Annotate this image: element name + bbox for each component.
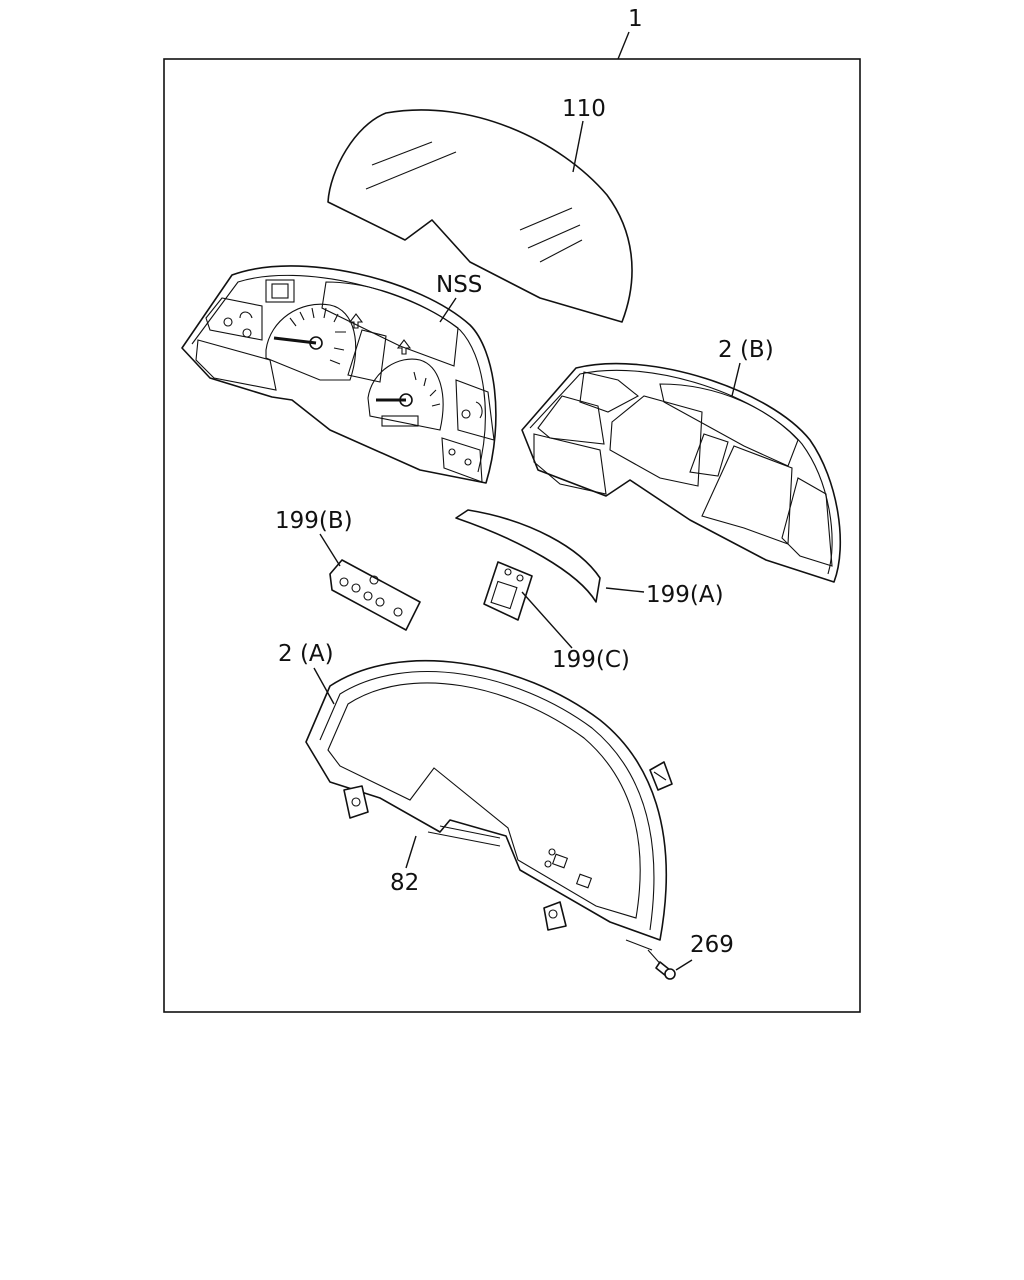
leader-199a bbox=[605, 587, 645, 593]
lamp-panel-199b bbox=[329, 559, 421, 631]
tachometer-gauge bbox=[265, 303, 357, 381]
turn-right-arrow-icon bbox=[396, 339, 412, 355]
leader-lens bbox=[572, 120, 584, 173]
label-dial: NSS bbox=[436, 272, 482, 298]
leader-82 bbox=[405, 835, 417, 869]
label-case-a: 2 (A) bbox=[278, 641, 334, 667]
leader-199c bbox=[521, 591, 573, 649]
leader-dial bbox=[439, 297, 457, 323]
label-199b: 199(B) bbox=[275, 508, 353, 534]
warning-lamp-icon bbox=[265, 279, 295, 303]
leader-assembly bbox=[617, 31, 630, 60]
case-2a bbox=[305, 659, 673, 951]
leader-case-a bbox=[313, 667, 335, 705]
label-199a: 199(A) bbox=[646, 582, 724, 608]
dial-nss bbox=[181, 265, 497, 484]
label-screw: 269 bbox=[690, 932, 734, 958]
bezel-2b bbox=[521, 362, 842, 583]
screw-269 bbox=[647, 949, 676, 980]
label-199c: 199(C) bbox=[552, 647, 630, 673]
label-lens: 110 bbox=[562, 96, 606, 122]
lamp-block-199c bbox=[483, 561, 533, 621]
strip-199a bbox=[455, 509, 601, 603]
lens-110 bbox=[327, 109, 633, 323]
speedometer-gauge bbox=[367, 358, 444, 431]
diagram-frame bbox=[163, 58, 861, 1013]
leader-199b bbox=[319, 533, 341, 567]
label-82: 82 bbox=[390, 870, 419, 896]
label-bezel-b: 2 (B) bbox=[718, 337, 774, 363]
label-assembly: 1 bbox=[628, 6, 643, 32]
leader-bezel-b bbox=[731, 362, 741, 397]
leader-screw bbox=[675, 959, 693, 971]
